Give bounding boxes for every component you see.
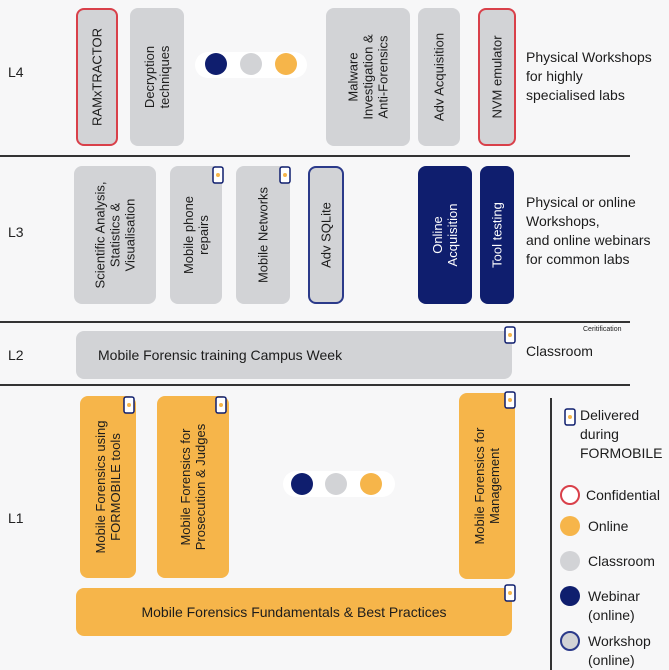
level-label-l4: L4 [8,64,24,80]
classroom-dot [325,473,347,495]
course-mobile-forensics-management[interactable]: Mobile Forensics for Management [459,393,515,579]
course-label: Mobile Forensics using FORMOBILE tools [93,420,123,554]
certification-note: Ceritification [583,326,622,333]
course-malware-investigation[interactable]: Malware Investigation & Anti-Forensics [326,8,410,146]
course-campus-week[interactable]: Mobile Forensic training Campus Week [76,331,512,379]
course-label: NVM emulator [489,35,505,119]
course-label: Mobile Networks [255,186,271,284]
legend-phone-icon [564,408,576,426]
webinar-dot [291,473,313,495]
level-label-l1: L1 [8,510,24,526]
webinar-dot [205,53,227,75]
course-tool-testing[interactable]: Tool testing [480,166,514,304]
course-scientific-analysis[interactable]: Scientific Analysis, Statistics & Visual… [74,166,156,304]
delivered-phone-icon [215,396,227,414]
course-label: Mobile Forensics Fundamentals & Best Pra… [141,604,447,620]
course-mobile-forensics-prosecution[interactable]: Mobile Forensics for Prosecution & Judge… [157,396,229,578]
legend-confidential-swatch [560,485,580,505]
course-fundamentals-best-practices[interactable]: Mobile Forensics Fundamentals & Best Pra… [76,588,512,636]
delivered-phone-icon [123,396,135,414]
legend-workshop: Workshop (online) [588,633,651,668]
course-label: RAMxTRACTOR [89,28,105,126]
course-label: Tool testing [489,202,505,268]
level-label-l2: L2 [8,347,24,363]
classroom-dot [240,53,262,75]
legend-classroom: Classroom [588,553,655,569]
legend-webinar-swatch [560,586,580,606]
delivered-phone-icon [504,326,516,344]
l2-description: Classroom [526,343,593,359]
level-label-l3: L3 [8,224,24,240]
course-label: Scientific Analysis, Statistics & Visual… [92,181,138,289]
legend-classroom-swatch [560,551,580,571]
course-label: Malware Investigation & Anti-Forensics [345,34,391,120]
course-label: Mobile phone repairs [181,195,211,275]
course-label: Online Acquisition [430,203,460,267]
l3-description: Physical or online Workshops, and online… [526,194,651,267]
legend-workshop-swatch [560,631,580,651]
course-nvm-emulator[interactable]: NVM emulator [478,8,516,146]
course-online-acquisition[interactable]: Online Acquisition [418,166,472,304]
course-label: Adv SQLite [318,202,334,268]
course-label: Decryption techniques [142,45,172,109]
course-mobile-forensics-formobile-tools[interactable]: Mobile Forensics using FORMOBILE tools [80,396,136,578]
course-mobile-phone-repairs[interactable]: Mobile phone repairs [170,166,222,304]
course-label: Mobile Forensic training Campus Week [98,347,343,363]
course-decryption-techniques[interactable]: Decryption techniques [130,8,184,146]
course-adv-acquisition[interactable]: Adv Acquisition [418,8,460,146]
legend-online: Online [588,518,629,534]
divider-l3-l2 [0,321,630,323]
delivered-phone-icon [212,166,224,184]
legend-confidential: Confidential [586,487,660,503]
delivered-phone-icon [504,584,516,602]
delivered-phone-icon [279,166,291,184]
course-ramxtractor[interactable]: RAMxTRACTOR [76,8,118,146]
course-label: Mobile Forensics for Prosecution & Judge… [178,423,208,551]
legend-divider [550,398,552,670]
online-dot [275,53,297,75]
course-label: Mobile Forensics for Management [472,427,502,545]
divider-l2-l1 [0,384,630,386]
legend-delivered: Delivered during FORMOBILE [580,407,663,461]
l4-description: Physical Workshops for highly specialise… [526,49,652,103]
course-label: Adv Acquisition [431,32,447,122]
legend-online-swatch [560,516,580,536]
course-mobile-networks[interactable]: Mobile Networks [236,166,290,304]
divider-l4-l3 [0,155,630,157]
course-adv-sqlite[interactable]: Adv SQLite [308,166,344,304]
delivered-phone-icon [504,391,516,409]
legend-webinar: Webinar (online) [588,588,640,623]
online-dot [360,473,382,495]
